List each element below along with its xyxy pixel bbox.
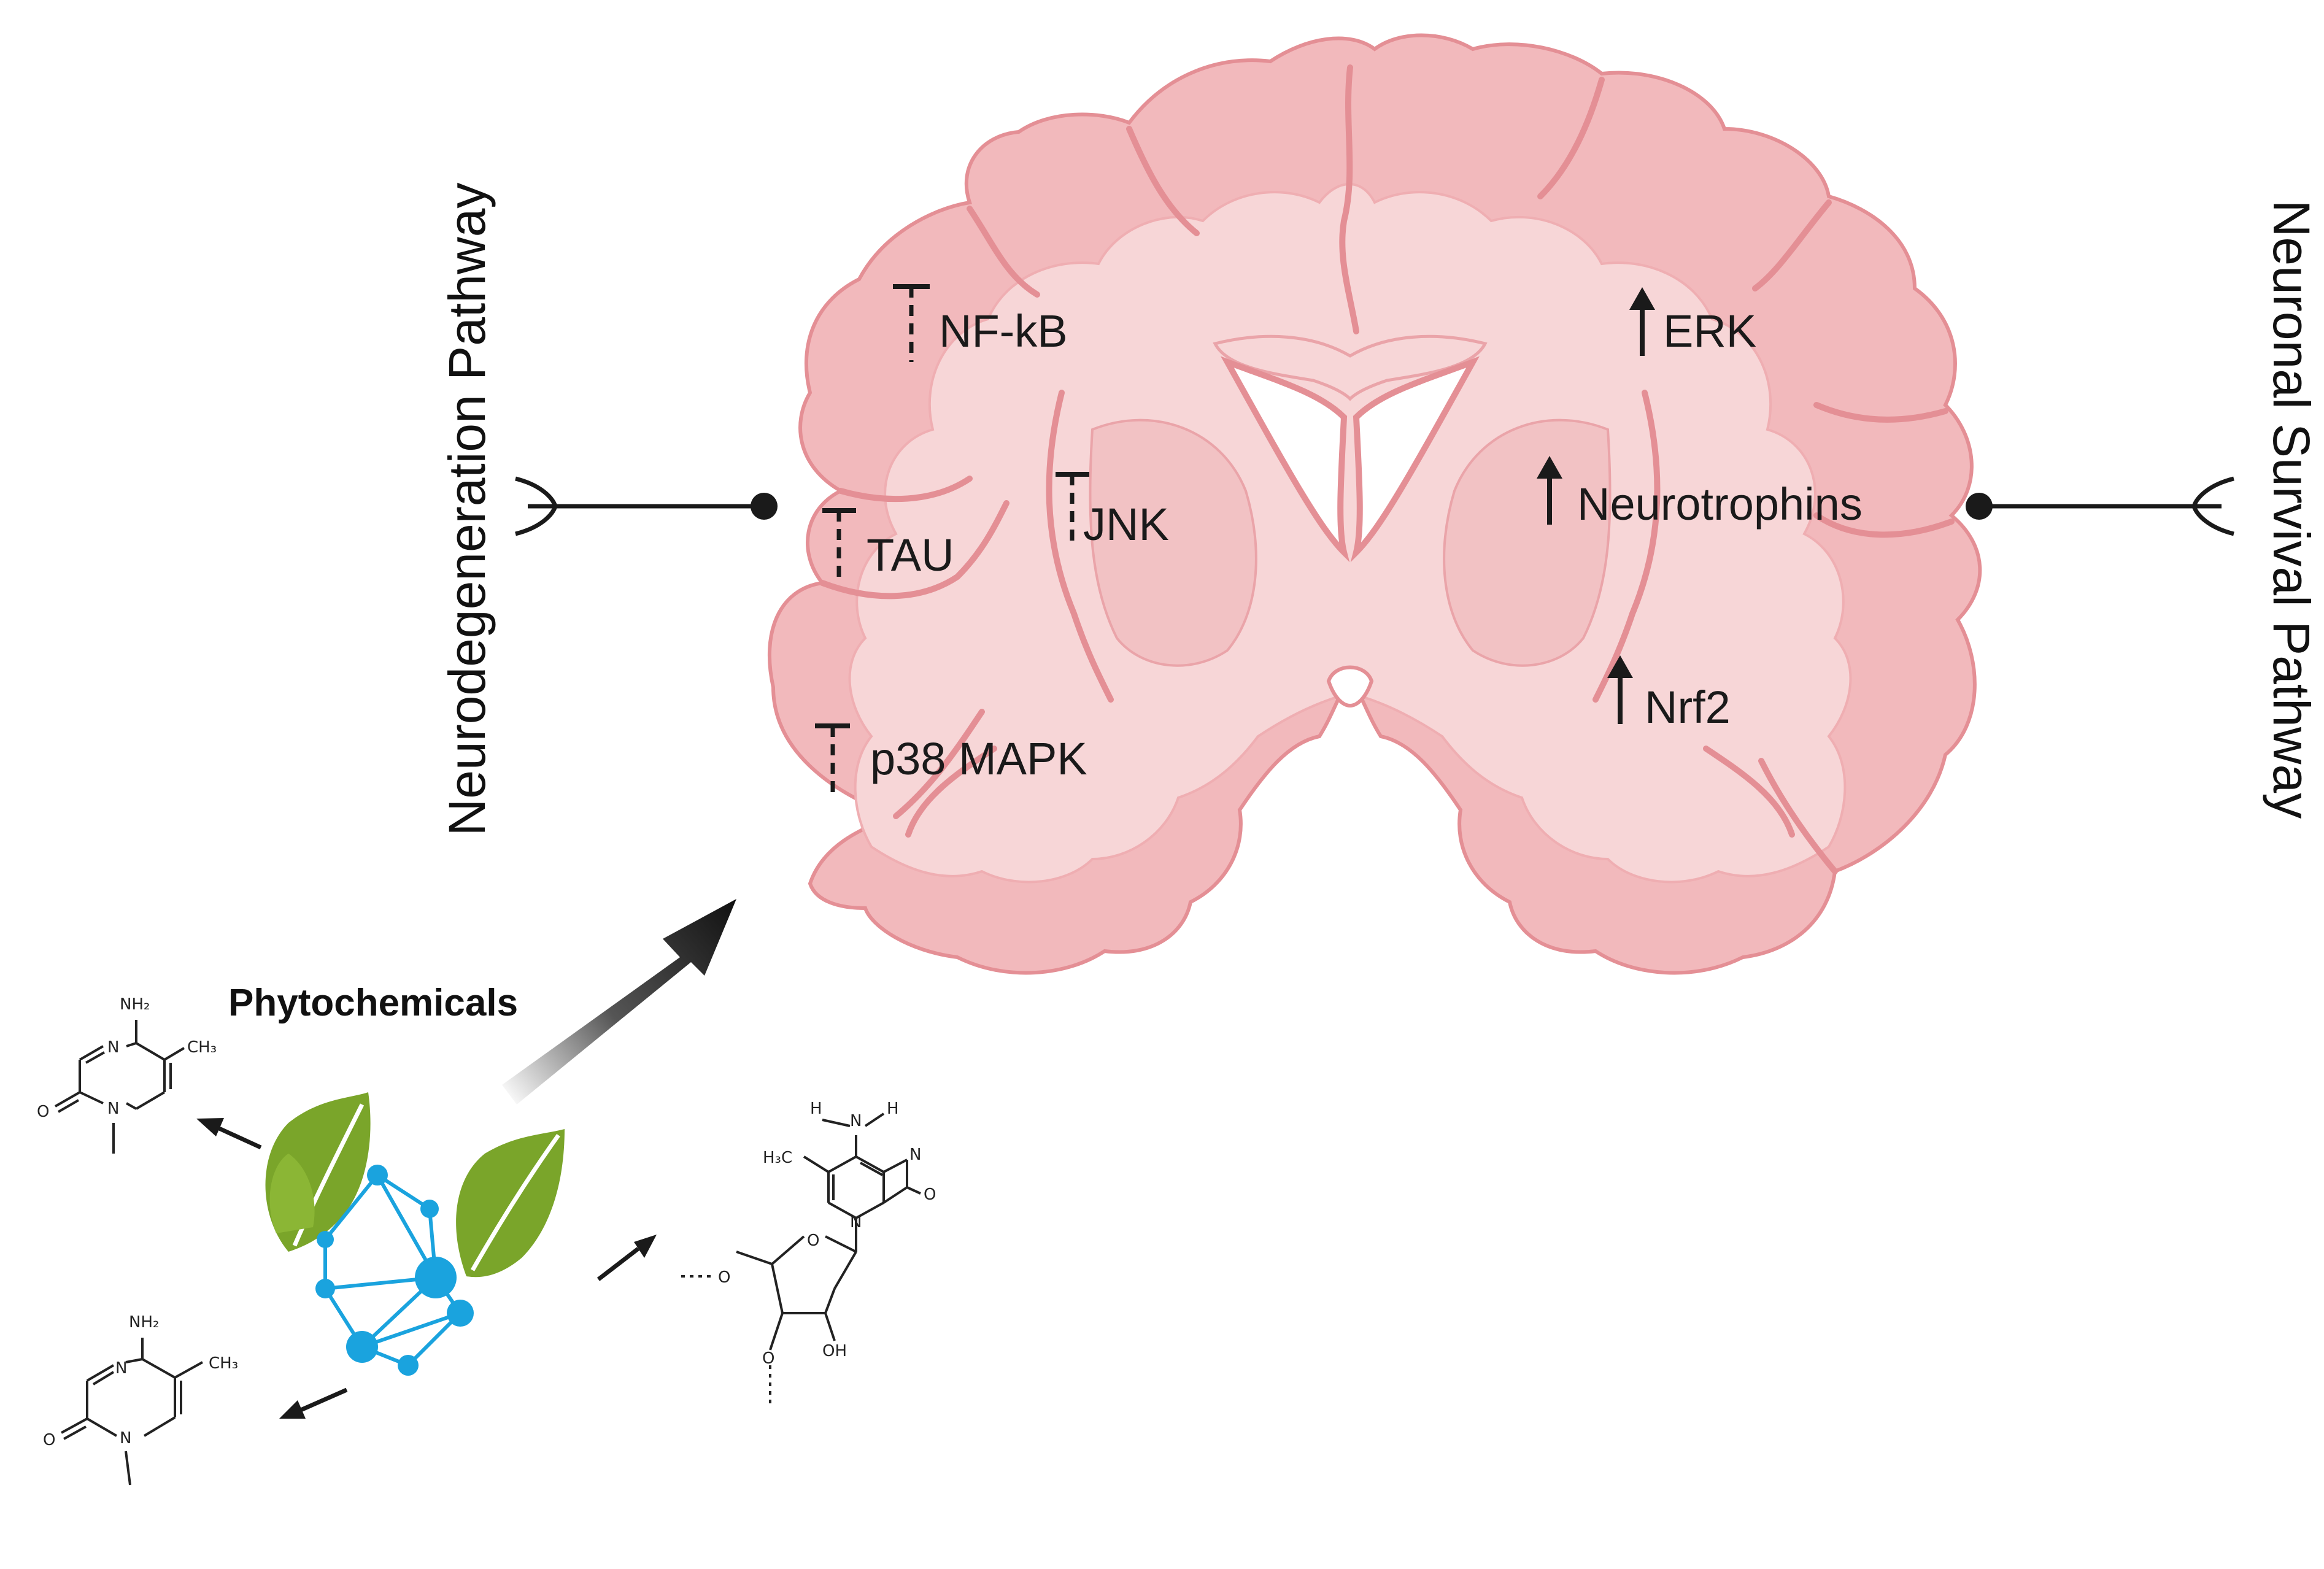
svg-text:N: N bbox=[909, 1146, 921, 1164]
arrow-to-molecule-right bbox=[596, 1235, 657, 1281]
svg-text:NH₂: NH₂ bbox=[120, 995, 150, 1014]
svg-text:N: N bbox=[850, 1213, 862, 1232]
arrow-to-molecule-top-left bbox=[196, 1118, 262, 1150]
svg-text:O: O bbox=[718, 1268, 730, 1287]
svg-text:O: O bbox=[762, 1349, 774, 1368]
up-arrow-icon bbox=[1537, 456, 1562, 525]
marker-jnk: JNK bbox=[1056, 472, 1169, 550]
svg-text:N: N bbox=[120, 1429, 131, 1448]
svg-text:O: O bbox=[924, 1185, 936, 1204]
inhibition-icon bbox=[815, 723, 850, 798]
marker-tau: TAU bbox=[822, 508, 954, 583]
molecule-top-left: NH₂ CH₃ N N O bbox=[37, 995, 217, 1154]
svg-text:CH₃: CH₃ bbox=[187, 1038, 217, 1057]
inhibition-icon bbox=[822, 508, 856, 583]
marker-label: p38 MAPK bbox=[870, 733, 1087, 784]
svg-text:O: O bbox=[807, 1232, 819, 1250]
svg-text:N: N bbox=[850, 1112, 862, 1130]
marker-label: JNK bbox=[1083, 499, 1169, 550]
inhibition-icon bbox=[1056, 472, 1089, 546]
marker-label: NF-kB bbox=[939, 306, 1068, 357]
up-arrow-icon bbox=[1629, 287, 1655, 356]
left-pathway-connector bbox=[515, 476, 778, 536]
marker-label: Neurotrophins bbox=[1577, 479, 1863, 530]
marker-label: TAU bbox=[867, 530, 954, 580]
plant-network-icon bbox=[265, 1092, 565, 1376]
svg-text:H: H bbox=[810, 1100, 822, 1118]
svg-text:N: N bbox=[107, 1100, 119, 1118]
molecule-bottom-left: NH₂ CH₃ N N O bbox=[43, 1313, 238, 1486]
svg-text:N: N bbox=[107, 1038, 119, 1057]
marker-nrf2: Nrf2 bbox=[1607, 655, 1731, 733]
svg-text:H: H bbox=[887, 1100, 899, 1118]
svg-text:H₃C: H₃C bbox=[763, 1149, 792, 1167]
brain-coronal-section bbox=[767, 33, 1982, 975]
marker-nfkb: NF-kB bbox=[893, 284, 1068, 362]
arrow-to-molecule-bottom-left bbox=[279, 1387, 348, 1419]
svg-text:NH₂: NH₂ bbox=[129, 1313, 159, 1332]
right-pathway-connector bbox=[1966, 476, 2234, 536]
left-pathway-label: Neurodegeneration Pathway bbox=[438, 183, 496, 836]
marker-label: Nrf2 bbox=[1645, 682, 1731, 733]
molecule-nucleoside: N H H H₃C N O N O O OH O bbox=[681, 1100, 936, 1405]
marker-p38: p38 MAPK bbox=[815, 723, 1087, 798]
right-pathway-label: Neuronal Survival Pathway bbox=[2263, 200, 2320, 819]
svg-text:O: O bbox=[43, 1431, 55, 1449]
phytochemicals-to-brain-arrow bbox=[502, 899, 736, 1104]
up-arrow-icon bbox=[1607, 655, 1633, 724]
svg-text:CH₃: CH₃ bbox=[209, 1354, 238, 1373]
svg-text:O: O bbox=[37, 1103, 49, 1121]
svg-text:OH: OH bbox=[822, 1342, 847, 1360]
marker-neurotrophins: Neurotrophins bbox=[1537, 456, 1863, 530]
marker-erk: ERK bbox=[1629, 287, 1756, 357]
marker-label: ERK bbox=[1663, 306, 1756, 357]
phytochemicals-title: Phytochemicals bbox=[228, 982, 518, 1024]
inhibition-icon bbox=[893, 284, 930, 362]
svg-text:N: N bbox=[115, 1359, 127, 1378]
